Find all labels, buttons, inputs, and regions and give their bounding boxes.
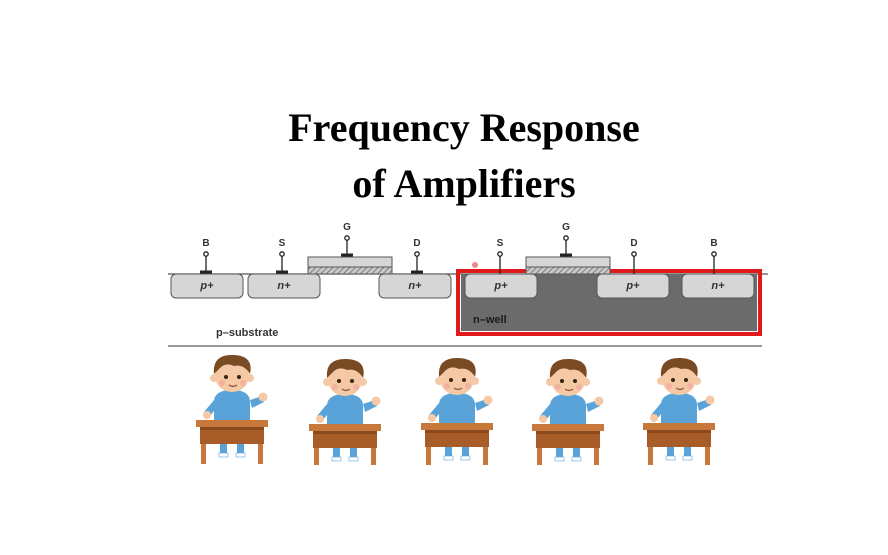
nmos-region-label-3: n+ xyxy=(408,280,422,292)
nmos-gate-oxide xyxy=(307,266,393,275)
student-figure-3 xyxy=(420,357,494,465)
pmos-terminal-label-b: B xyxy=(710,238,717,249)
students-illustration xyxy=(195,355,716,465)
nmos-gate-poly xyxy=(307,256,393,268)
pmos-terminal-label-s: S xyxy=(497,238,504,249)
pointer-dot xyxy=(472,262,478,268)
student-figure-5 xyxy=(642,357,716,465)
pmos-source-p-plus-region xyxy=(464,273,538,299)
nmos-region-label-2: n+ xyxy=(277,280,291,292)
nmos-terminal-label-g: G xyxy=(343,222,351,233)
pmos-gate-poly xyxy=(525,256,611,268)
student-figure-2 xyxy=(308,358,382,465)
nmos-terminal-label-b: B xyxy=(202,238,209,249)
pmos-drain-p-plus-region xyxy=(596,273,670,299)
nmos-drain-n-plus-region xyxy=(378,273,452,299)
substrate-label: p–substrate xyxy=(216,327,278,339)
slide-title-line-1: Frequency Response xyxy=(288,105,640,150)
nmos-terminal-label-s: S xyxy=(279,238,286,249)
pmos-terminal-label-g: G xyxy=(562,222,570,233)
cmos-cross-section: B S G D S G D B p+ n+ n+ p+ p+ n+ n–well… xyxy=(168,222,768,347)
pmos-region-label-3: n+ xyxy=(711,280,725,292)
nmos-body-p-plus-region xyxy=(170,273,244,299)
pmos-gate-oxide xyxy=(525,266,611,275)
n-well-label: n–well xyxy=(473,314,507,326)
student-figure-1 xyxy=(195,355,269,465)
nmos-terminal-label-d: D xyxy=(413,238,420,249)
pmos-region-label-2: p+ xyxy=(625,280,640,292)
pmos-terminal-label-d: D xyxy=(630,238,637,249)
pmos-region-label-1: p+ xyxy=(493,280,508,292)
slide-title-line-2: of Amplifiers xyxy=(352,161,576,206)
student-figure-4 xyxy=(531,358,605,465)
nmos-source-n-plus-region xyxy=(247,273,321,299)
nmos-region-label-1: p+ xyxy=(199,280,214,292)
pmos-body-n-plus-region xyxy=(681,273,755,299)
